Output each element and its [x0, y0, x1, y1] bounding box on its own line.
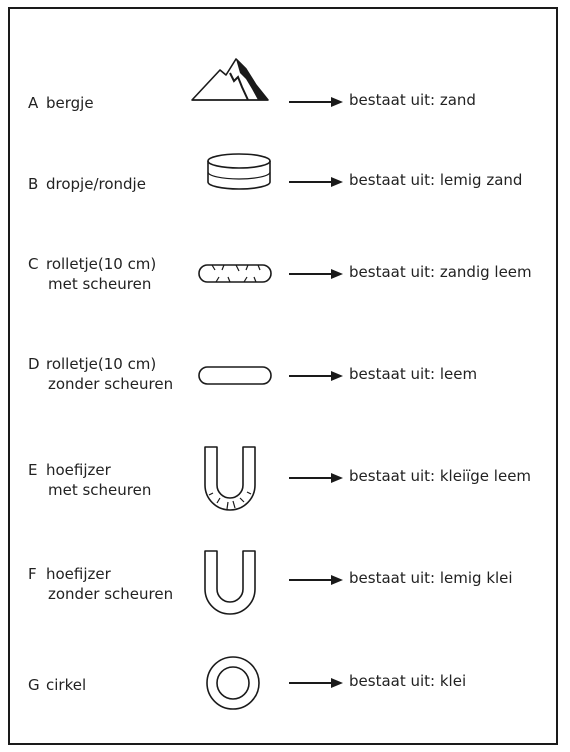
result-text: bestaat uit: kleiïge leem: [349, 467, 532, 485]
result-text: bestaat uit: klei: [349, 672, 467, 690]
item-name: cirkel: [46, 676, 87, 694]
item-letter: G: [28, 676, 40, 694]
item-name: bergje: [46, 94, 94, 112]
result-text: bestaat uit: zand: [349, 91, 476, 109]
item-subtitle: zonder scheuren: [48, 585, 174, 603]
result-text: bestaat uit: lemig klei: [349, 569, 513, 587]
item-name: hoefijzer: [46, 565, 111, 583]
item-subtitle: met scheuren: [48, 275, 152, 293]
ring-icon: [205, 655, 261, 711]
arrow-icon: [289, 677, 343, 689]
arrow-icon: [289, 472, 343, 484]
result-text: bestaat uit: leem: [349, 365, 478, 383]
result-text: bestaat uit: lemig zand: [349, 171, 523, 189]
arrow-icon: [289, 176, 343, 188]
cracked-horseshoe-icon: [203, 445, 257, 513]
arrow-icon: [289, 96, 343, 108]
horseshoe-icon: [203, 549, 257, 617]
item-name: dropje/rondje: [46, 175, 146, 193]
item-subtitle: met scheuren: [48, 481, 152, 499]
item-name: hoefijzer: [46, 461, 111, 479]
arrow-icon: [289, 370, 343, 382]
item-letter: A: [28, 94, 39, 112]
item-letter: B: [28, 175, 39, 193]
item-name: rolletje(10 cm): [46, 255, 157, 273]
item-letter: F: [28, 565, 37, 583]
item-letter: D: [28, 355, 40, 373]
item-subtitle: zonder scheuren: [48, 375, 174, 393]
cracked-roll-icon: [198, 264, 272, 284]
roll-icon: [198, 366, 272, 386]
arrow-icon: [289, 268, 343, 280]
mountain-icon: [190, 55, 270, 103]
item-letter: C: [28, 255, 39, 273]
result-text: bestaat uit: zandig leem: [349, 263, 532, 281]
arrow-icon: [289, 574, 343, 586]
item-name: rolletje(10 cm): [46, 355, 157, 373]
disc-icon: [206, 152, 272, 192]
item-letter: E: [28, 461, 38, 479]
